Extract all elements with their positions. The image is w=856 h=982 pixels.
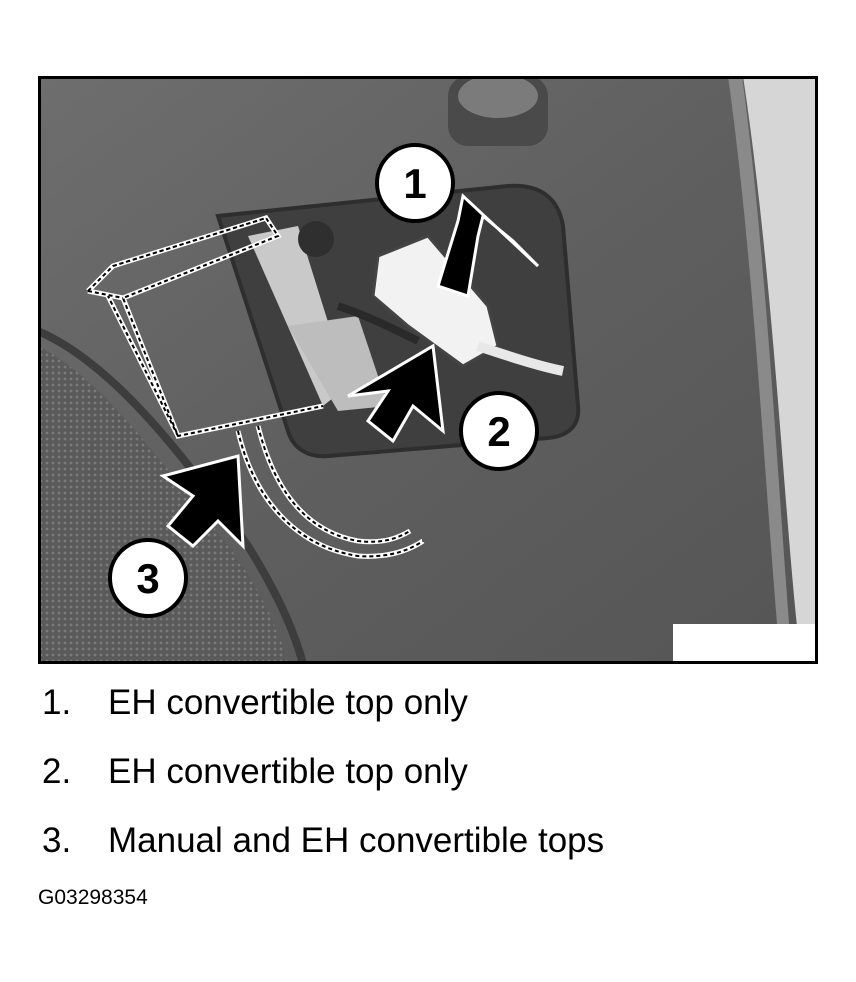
legend-item-3-text: Manual and EH convertible tops [108, 821, 605, 860]
callout-3-label: 3 [136, 555, 159, 602]
arrow-2 [347, 343, 445, 444]
legend-item-1: 1. EH convertible top only [42, 683, 468, 723]
arrow-1 [436, 193, 540, 298]
legend-item-1-text: EH convertible top only [108, 683, 468, 722]
component-photo: 1 2 3 [38, 76, 818, 664]
legend-item-2: 2. EH convertible top only [42, 752, 468, 792]
arrow-3 [159, 454, 245, 550]
legend-item-2-text: EH convertible top only [108, 752, 468, 791]
callout-1: 1 [375, 143, 455, 223]
corner-patch [673, 624, 815, 664]
callout-2-label: 2 [487, 408, 510, 455]
speaker-grille [38, 346, 288, 664]
seal-strip [728, 76, 790, 636]
legend-item-3-number: 3. [42, 821, 72, 860]
legend-item-2-number: 2. [42, 752, 72, 791]
legend-item-1-number: 1. [42, 683, 72, 722]
photo-border [38, 76, 818, 664]
window-edge [743, 76, 818, 636]
connector-wire [476, 341, 564, 376]
hidden-module-outline-dash [87, 216, 324, 438]
callout-2: 2 [459, 391, 539, 471]
top-knob-cap [458, 76, 538, 118]
legend-item-3: 3. Manual and EH convertible tops [42, 821, 604, 861]
figure-id: G03298354 [38, 886, 148, 909]
hidden-harness-outline-dash [237, 425, 424, 558]
callout-1-label: 1 [403, 160, 426, 207]
white-connector [371, 234, 500, 368]
connector-wire-dark [336, 302, 420, 345]
bolt [298, 221, 334, 257]
callout-3: 3 [108, 538, 188, 618]
